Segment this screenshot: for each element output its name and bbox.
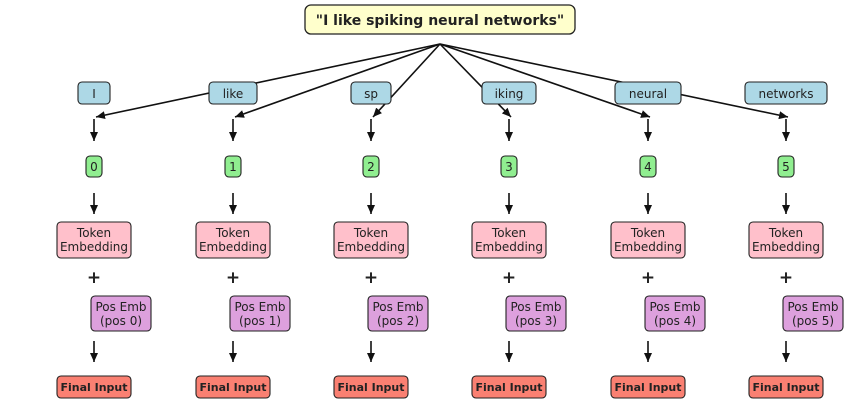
token-box (614, 81, 682, 105)
token-embedding-line2: Embedding (337, 240, 405, 254)
pos-emb-line1: Pos Emb (234, 300, 285, 314)
sentence-text: "I like spiking neural networks" (316, 13, 564, 29)
token-embedding-box (471, 221, 547, 259)
token-embedding-box (195, 221, 271, 259)
token-embedding-line2: Embedding (752, 240, 820, 254)
fan-out-arrows (95, 43, 789, 120)
token-embedding-line1: Token (353, 226, 388, 240)
token-box (77, 81, 111, 105)
token-box (350, 81, 392, 105)
pos-emb-box (505, 295, 567, 332)
pos-emb-line2: (pos 3) (515, 314, 557, 328)
token-text: like (223, 87, 244, 101)
token-id-text: 2 (367, 160, 375, 174)
final-input-box (195, 375, 271, 399)
final-input-text: Final Input (614, 381, 681, 394)
pos-emb-box (644, 295, 706, 332)
plus-sign: + (364, 268, 378, 288)
token-embedding-line2: Embedding (475, 240, 543, 254)
pos-emb-line2: (pos 5) (792, 314, 834, 328)
token-id-text: 4 (644, 160, 652, 174)
token-embedding-line2: Embedding (60, 240, 128, 254)
fan-arrow (439, 43, 512, 118)
pos-emb-line2: (pos 4) (654, 314, 696, 328)
token-text: sp (364, 87, 378, 101)
token-text: networks (759, 87, 814, 101)
final-input-text: Final Input (752, 381, 819, 394)
token-id-text: 5 (782, 160, 790, 174)
pos-emb-line2: (pos 0) (100, 314, 142, 328)
final-input-text: Final Input (337, 381, 404, 394)
fan-arrow (95, 43, 441, 120)
pos-emb-line2: (pos 1) (239, 314, 281, 328)
token-id-box (777, 155, 795, 178)
token-text: neural (629, 87, 667, 101)
pos-emb-line1: Pos Emb (372, 300, 423, 314)
final-input-text: Final Input (60, 381, 127, 394)
final-input-box (56, 375, 132, 399)
token-id-box (362, 155, 380, 178)
token-embedding-box (610, 221, 686, 259)
final-input-box (610, 375, 686, 399)
token-embedding-box (748, 221, 824, 259)
pos-emb-line1: Pos Emb (787, 300, 838, 314)
plus-sign: + (87, 268, 101, 288)
token-embedding-line1: Token (768, 226, 803, 240)
fan-arrow (439, 43, 789, 120)
token-id-box (639, 155, 657, 178)
pos-emb-box (367, 295, 429, 332)
fan-arrow (439, 43, 651, 118)
token-id-text: 0 (90, 160, 98, 174)
plus-sign: + (641, 268, 655, 288)
token-id-box (224, 155, 242, 178)
token-id-text: 1 (229, 160, 237, 174)
pos-emb-line1: Pos Emb (95, 300, 146, 314)
token-embedding-line2: Embedding (199, 240, 267, 254)
pos-emb-line1: Pos Emb (510, 300, 561, 314)
token-id-box (500, 155, 518, 178)
token-embedding-box (56, 221, 132, 259)
token-id-box (85, 155, 103, 178)
token-text: I (92, 87, 96, 101)
final-input-box (471, 375, 547, 399)
plus-sign: + (226, 268, 240, 288)
pos-emb-line1: Pos Emb (649, 300, 700, 314)
sentence-box: "I like spiking neural networks" (304, 4, 576, 35)
token-embedding-line1: Token (491, 226, 526, 240)
fan-arrow (372, 43, 441, 118)
final-input-text: Final Input (475, 381, 542, 394)
pos-emb-box (782, 295, 844, 332)
token-box (208, 81, 258, 105)
token-text: iking (495, 87, 524, 101)
final-input-text: Final Input (199, 381, 266, 394)
pos-emb-box (229, 295, 291, 332)
pos-emb-line2: (pos 2) (377, 314, 419, 328)
token-embedding-box (333, 221, 409, 259)
token-embedding-line1: Token (76, 226, 111, 240)
token-box (744, 81, 828, 105)
final-input-box (748, 375, 824, 399)
final-input-box (333, 375, 409, 399)
fan-arrow (234, 43, 441, 118)
token-box (481, 81, 537, 105)
token-id-text: 3 (505, 160, 513, 174)
token-embedding-line1: Token (630, 226, 665, 240)
plus-sign: + (502, 268, 516, 288)
pos-emb-box (90, 295, 152, 332)
token-embedding-line2: Embedding (614, 240, 682, 254)
plus-sign: + (779, 268, 793, 288)
token-embedding-line1: Token (215, 226, 250, 240)
